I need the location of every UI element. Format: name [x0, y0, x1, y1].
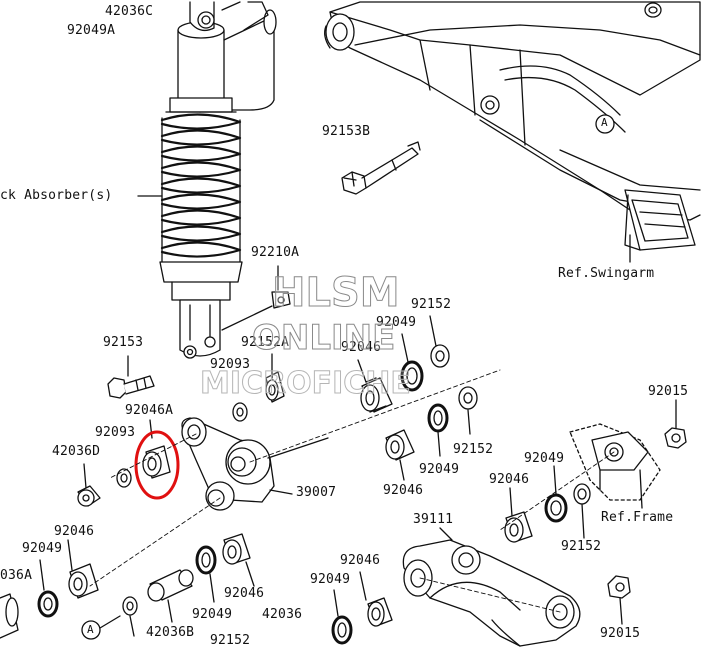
collar-92152-right	[573, 483, 591, 539]
label-92152a: 92152A	[241, 335, 290, 350]
collar-92152-lower	[122, 596, 138, 637]
seal-92049-lower-center	[195, 545, 217, 603]
grease-fitting-92210a	[221, 265, 291, 331]
label-92153b: 92153B	[322, 124, 371, 139]
label-92049-right: 92049	[524, 451, 565, 466]
label-42036: 42036	[262, 607, 303, 622]
label-92046-left: 92046	[54, 524, 95, 539]
label-92152-middle: 92152	[453, 442, 494, 457]
bearing-92046-lower-center	[222, 533, 255, 587]
shock-absorber	[137, 1, 277, 359]
frame-bracket	[569, 423, 661, 509]
ref-a-bottom-marker	[81, 615, 121, 640]
label-036a: 036A	[0, 568, 33, 583]
collar-92152a	[265, 353, 285, 403]
link-39007	[181, 417, 329, 511]
label-92152-lower: 92152	[210, 633, 251, 648]
label-92046-lower-center: 92046	[224, 586, 265, 601]
label-92049-lower: 92049	[310, 572, 351, 587]
bearing-92046-upper	[357, 359, 393, 413]
label-92210a: 92210A	[251, 245, 300, 260]
ref-a-bottom-letter: A	[87, 623, 94, 636]
seal-92049-right	[544, 465, 568, 523]
label-92049-middle: 92049	[419, 462, 460, 477]
label-42036c: 42036C	[105, 4, 154, 19]
seal-92049-middle	[427, 403, 449, 457]
label-92093-left: 92093	[95, 425, 136, 440]
label-92046-top: 92046	[341, 340, 382, 355]
ref-a-top-marker	[595, 114, 615, 134]
label-42036d: 42036D	[52, 444, 101, 459]
collar-92152-upper	[429, 315, 450, 368]
label-92046-middle: 92046	[383, 483, 424, 498]
label-shock-absorber: ck Absorber(s)	[0, 188, 113, 203]
label-92046a: 92046A	[125, 403, 174, 418]
bearing-92046-right	[504, 487, 533, 543]
ref-a-top-letter: A	[601, 116, 608, 129]
bearing-92046-middle	[385, 429, 415, 481]
rocker-arm-39111	[402, 527, 581, 647]
label-92153: 92153	[103, 335, 144, 350]
bolt-92153	[107, 355, 155, 399]
label-92049-top: 92049	[376, 315, 417, 330]
nut-92015-lower	[607, 575, 631, 625]
label-ref-frame: Ref.Frame	[601, 510, 674, 525]
label-39007: 39007	[296, 485, 337, 500]
bearing-92046-lower-left	[67, 539, 99, 599]
label-ref-swingarm: Ref.Swingarm	[558, 266, 655, 281]
label-92152-top: 92152	[411, 297, 452, 312]
label-92049-lower-center: 92049	[192, 607, 233, 622]
label-92093-top: 92093	[210, 357, 251, 372]
label-92049a: 92049A	[67, 23, 116, 38]
label-39111: 39111	[413, 512, 454, 527]
label-92046-lower: 92046	[340, 553, 381, 568]
sleeve-036a	[0, 593, 19, 639]
collar-42036d	[77, 463, 101, 507]
swingarm	[324, 1, 701, 263]
sleeve-42036b	[147, 569, 194, 623]
seal-92049-upper	[400, 333, 424, 392]
washer-92093-lower	[116, 468, 132, 488]
bearing-92046a	[142, 419, 171, 479]
label-92152-right: 92152	[561, 539, 602, 554]
seal-92049-lower-left	[37, 559, 59, 618]
highlight-circle	[134, 430, 180, 500]
label-92049-left: 92049	[22, 541, 63, 556]
label-42036b: 42036B	[146, 625, 195, 640]
label-92015-bottom: 92015	[600, 626, 641, 641]
nut-92015-upper	[664, 399, 687, 449]
axis-lines	[89, 369, 615, 613]
label-92015-top: 92015	[648, 384, 689, 399]
bearing-92046-lower-right	[359, 571, 393, 627]
collar-92152-middle	[458, 386, 478, 435]
washer-92093-upper	[232, 402, 248, 422]
bolt-92153b	[341, 141, 421, 195]
seal-92049-lower-right	[331, 589, 353, 645]
label-92046-right: 92046	[489, 472, 530, 487]
